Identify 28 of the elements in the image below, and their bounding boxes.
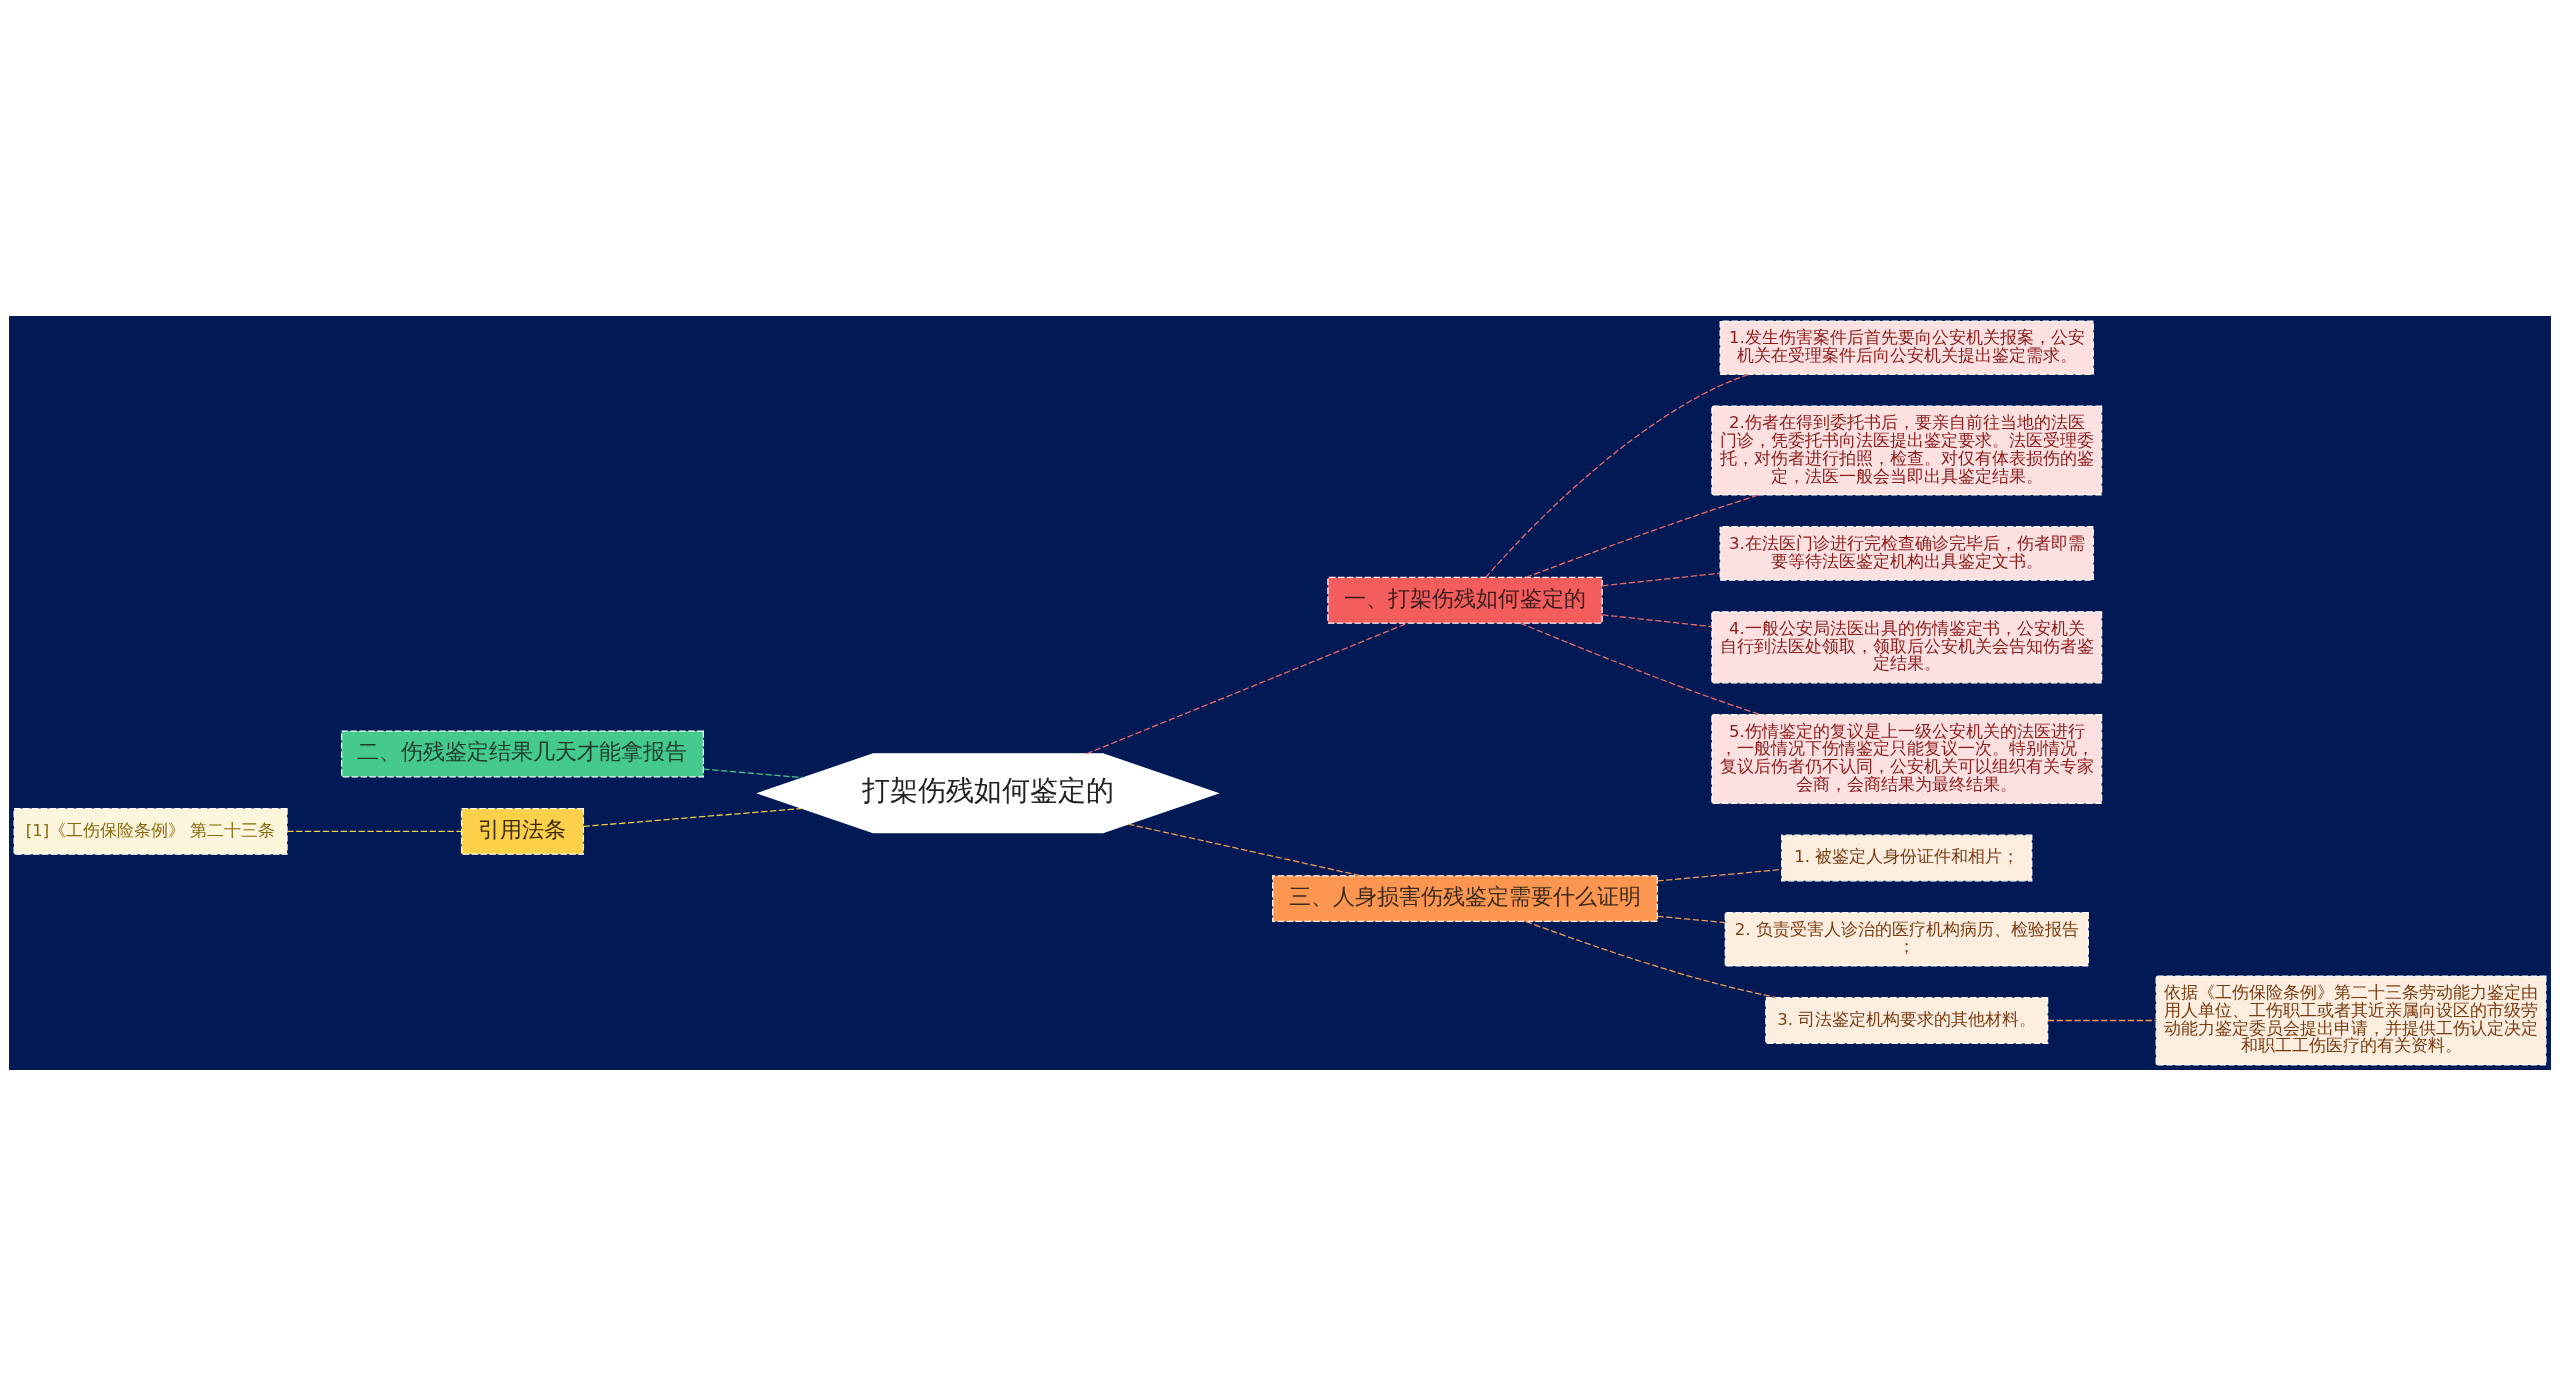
connector (1525, 493, 1759, 578)
connector (1085, 622, 1409, 754)
node-box: 3. 司法鉴定机构要求的其他材料。 (1765, 996, 2049, 1044)
connector (1601, 572, 1721, 586)
node-box: 引用法条 (460, 807, 585, 855)
connector (1127, 822, 1362, 876)
node-box: 1.发生伤害案件后首先要向公安机关报案，公安机关在受理案件后向公安机关提出鉴定需求。 (1719, 319, 2094, 375)
node-box: 1. 被鉴定人身份证件和相片； (1781, 834, 2033, 881)
node-box: 5.伤情鉴定的复议是上一级公安机关的法医进行，一般情况下伤情鉴定只能复议一次。特别情况，复议后伤者仍不认同，公安机关可以组织有关专家会商，会商结果为最终结果。 (1711, 713, 2103, 804)
connector (286, 830, 462, 832)
connector (2047, 1019, 2157, 1021)
connector (702, 768, 804, 778)
connector (1601, 613, 1713, 627)
connector (1656, 915, 1726, 923)
node-box: 一、打架伤残如何鉴定的 (1327, 576, 1603, 624)
node-box: 二、伤残鉴定结果几天才能拿报告 (340, 729, 704, 777)
connector (1656, 868, 1783, 882)
connector (583, 807, 803, 827)
connector (1485, 373, 1750, 578)
connector (1519, 622, 1761, 715)
node-box: 2. 负责受害人诊治的医疗机构病历、检验报告； (1724, 911, 2089, 967)
node-box: 三、人身损害伤残鉴定需要什么证明 (1272, 874, 1658, 922)
node-box: 2.伤者在得到委托书后，要亲自前往当地的法医门诊，凭委托书向法医提出鉴定要求。法医受理委托，对伤者进行拍照，检查。对仅有体表损伤的鉴定，法医一般会当即出具鉴定结果。 (1711, 405, 2103, 496)
node-box: 3.在法医门诊进行完检查确诊完毕后，伤者即需要等待法医鉴定机构出具鉴定文书。 (1719, 525, 2094, 581)
node-box: 4.一般公安局法医出具的伤情鉴定书，公安机关自行到法医处领取，领取后公安机关会告知伤者鉴定结果。 (1711, 610, 2103, 683)
connector (1525, 920, 1777, 998)
node-box: 依据《工伤保险条例》第二十三条劳动能力鉴定由用人单位、工伤职工或者其近亲属向设区的市级劳动能力鉴定委员会提出申请，并提供工伤认定决定和职工工伤医疗的有关资料。 (2155, 974, 2547, 1066)
node-box: [1]《工伤保险条例》 第二十三条 (13, 807, 288, 855)
